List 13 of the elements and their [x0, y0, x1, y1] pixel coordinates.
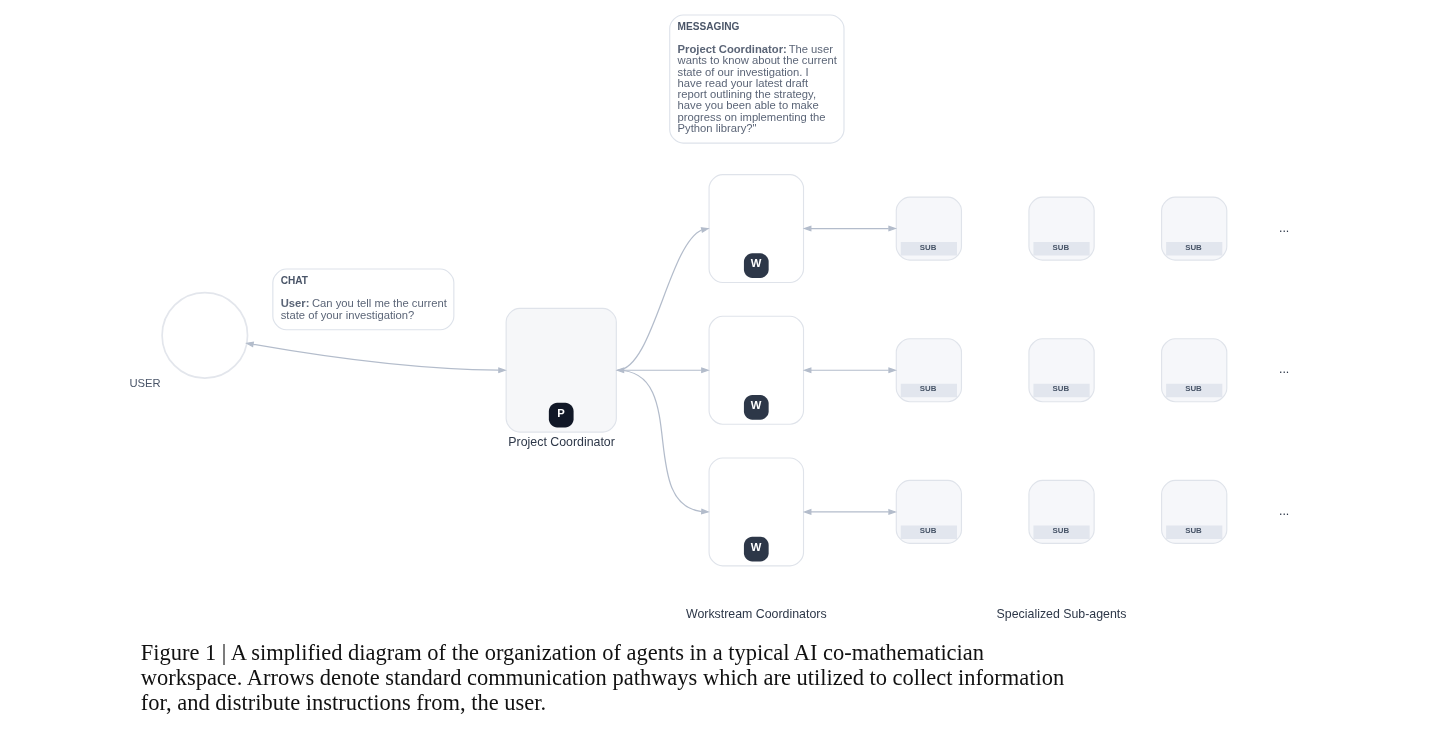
arrow: [802, 508, 897, 515]
arrow: [802, 225, 897, 232]
node-circle: [161, 291, 249, 379]
arrow: [802, 367, 897, 374]
node-label: Project Coordinator: [508, 435, 615, 450]
label: Specialized Sub-agents: [996, 607, 1127, 622]
label: ...: [1278, 362, 1290, 377]
label: Workstream Coordinators: [686, 607, 827, 622]
node-label: USER: [129, 377, 161, 390]
caption: Figure 1 | A simplified diagram of the organization of agents in a typical AI co-mathematician workspace. Arrows denote standard communication pathways which are utilized to collect information for, and distribute instructions from, the user.: [140, 640, 1065, 715]
label: ...: [1278, 504, 1290, 519]
label: ...: [1278, 220, 1290, 235]
arrow: [245, 341, 507, 374]
